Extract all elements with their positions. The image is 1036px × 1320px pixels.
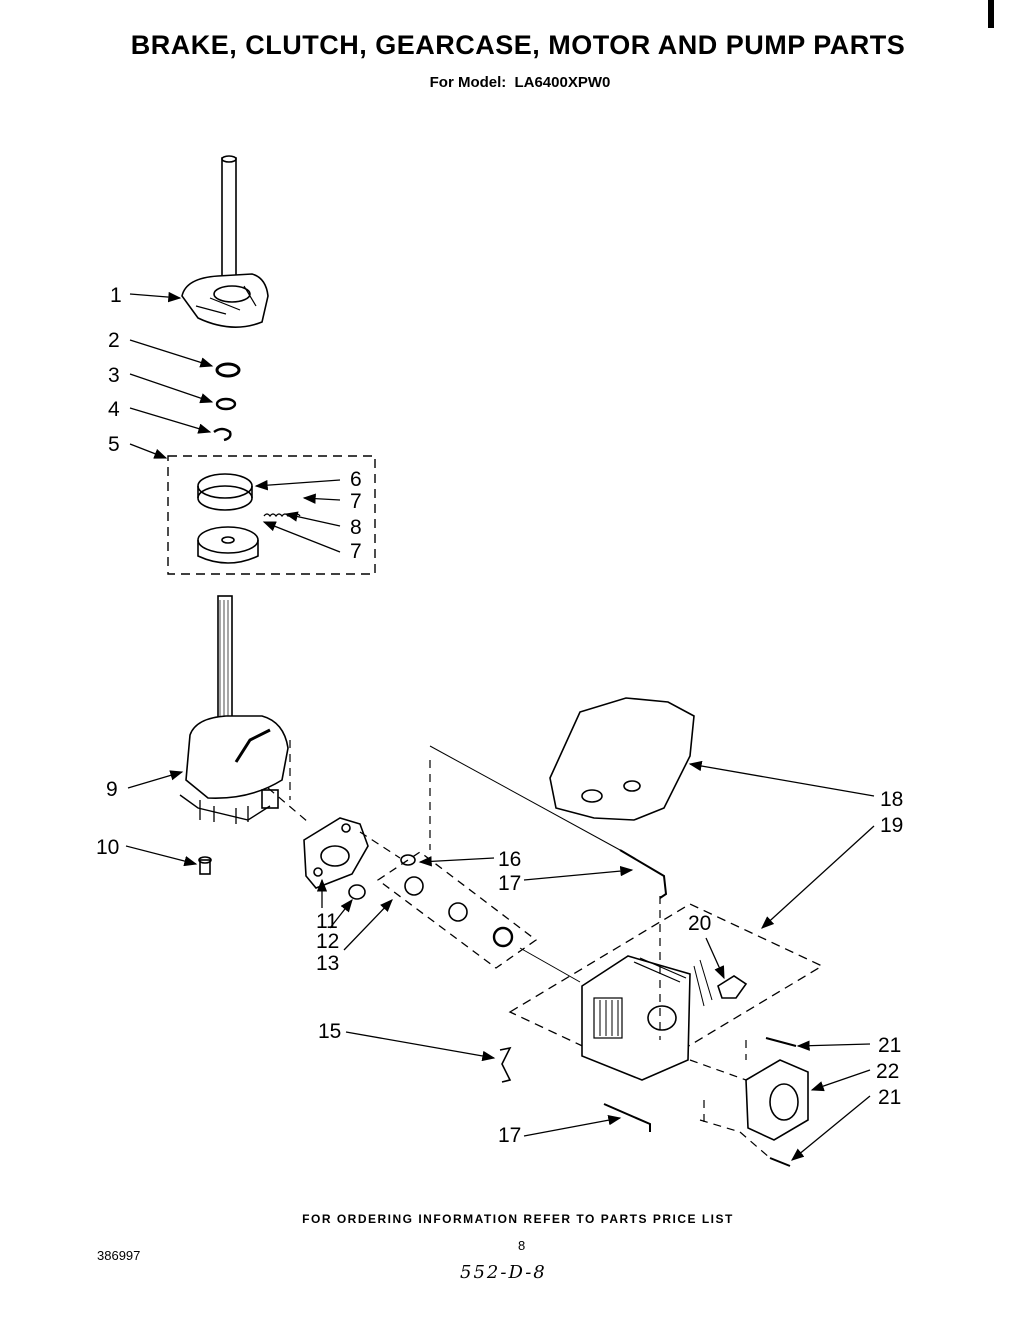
- leader-lines: [125, 291, 875, 1161]
- part-9-gearcase: [179, 595, 289, 824]
- part-17-upper-hose: [619, 849, 668, 899]
- callout-7b: 7: [350, 540, 362, 563]
- part-22-end-cover: [745, 1059, 809, 1141]
- callout-15: 15: [318, 1020, 341, 1043]
- callout-21b: 21: [878, 1086, 901, 1109]
- callout-6: 6: [350, 468, 362, 491]
- callout-3: 3: [108, 364, 120, 387]
- pump-mount-plate: [303, 817, 369, 889]
- callout-9: 9: [106, 778, 118, 801]
- model-subtitle: For Model: LA6400XPW0: [0, 74, 1036, 91]
- callout-18: 18: [880, 788, 903, 811]
- motor: [581, 955, 691, 1081]
- callout-1: 1: [110, 284, 122, 307]
- part-4-clip: [213, 427, 232, 442]
- callout-8: 8: [350, 516, 362, 539]
- part-15-clip: [499, 1046, 512, 1083]
- edge-mark: [988, 0, 994, 28]
- pump-part-b: [448, 902, 468, 922]
- callout-11: 11: [316, 910, 338, 933]
- callout-2: 2: [108, 329, 120, 352]
- callout-12: 12: [316, 930, 339, 953]
- part-3-retaining-ring: [215, 397, 237, 411]
- part-20-switch: [693, 959, 748, 1007]
- part-21-pin-upper: [765, 1037, 797, 1047]
- part-6-clutch-band: [197, 473, 253, 511]
- handwritten-code: 552-D-8: [460, 1262, 547, 1283]
- part-5-clutch-assembly-box: [167, 455, 376, 575]
- part-18-cover-plate: [549, 697, 695, 821]
- callout-22: 22: [876, 1060, 899, 1083]
- part-10-bolt: [198, 856, 212, 875]
- part-19-motor-box: [508, 903, 824, 1075]
- pump-part-c: [492, 926, 514, 948]
- alignment-lines: [267, 740, 771, 1159]
- part-12-nut: [348, 884, 366, 900]
- alignment-line-long: [429, 745, 621, 851]
- document-number: 386997: [97, 1248, 141, 1263]
- part-17-lower-hose: [603, 1103, 651, 1132]
- alignment-line-motor: [519, 947, 581, 983]
- part-2-washer: [215, 362, 241, 378]
- callout-16: 16: [498, 848, 521, 871]
- callout-13: 13: [316, 952, 339, 975]
- part-16-screw: [400, 854, 416, 866]
- page-title: BRAKE, CLUTCH, GEARCASE, MOTOR AND PUMP …: [130, 30, 906, 60]
- clutch-drum: [197, 526, 259, 564]
- callout-4: 4: [108, 398, 120, 421]
- part-13-pump-parts-box: [376, 851, 538, 969]
- ordering-note: FOR ORDERING INFORMATION REFER TO PARTS …: [302, 1212, 734, 1226]
- callout-10: 10: [96, 836, 119, 859]
- callout-labels: 1 2 3 4 5 6 7 8 7 9 10 11 12 13 15 16 17…: [96, 284, 903, 1147]
- callout-5: 5: [108, 433, 120, 456]
- callout-17a: 17: [498, 872, 521, 895]
- callout-20: 20: [688, 912, 711, 935]
- callout-17b: 17: [498, 1124, 521, 1147]
- part-1-shaft-brake-housing: [181, 155, 269, 328]
- model-label: For Model:: [429, 74, 507, 91]
- callout-19: 19: [880, 814, 903, 837]
- callout-21a: 21: [878, 1034, 901, 1057]
- model-number: LA6400XPW0: [514, 74, 611, 91]
- callout-7a: 7: [350, 490, 362, 513]
- pump-part-a: [404, 876, 424, 896]
- page-number: 8: [518, 1238, 526, 1253]
- part-21-pin-lower: [769, 1157, 791, 1167]
